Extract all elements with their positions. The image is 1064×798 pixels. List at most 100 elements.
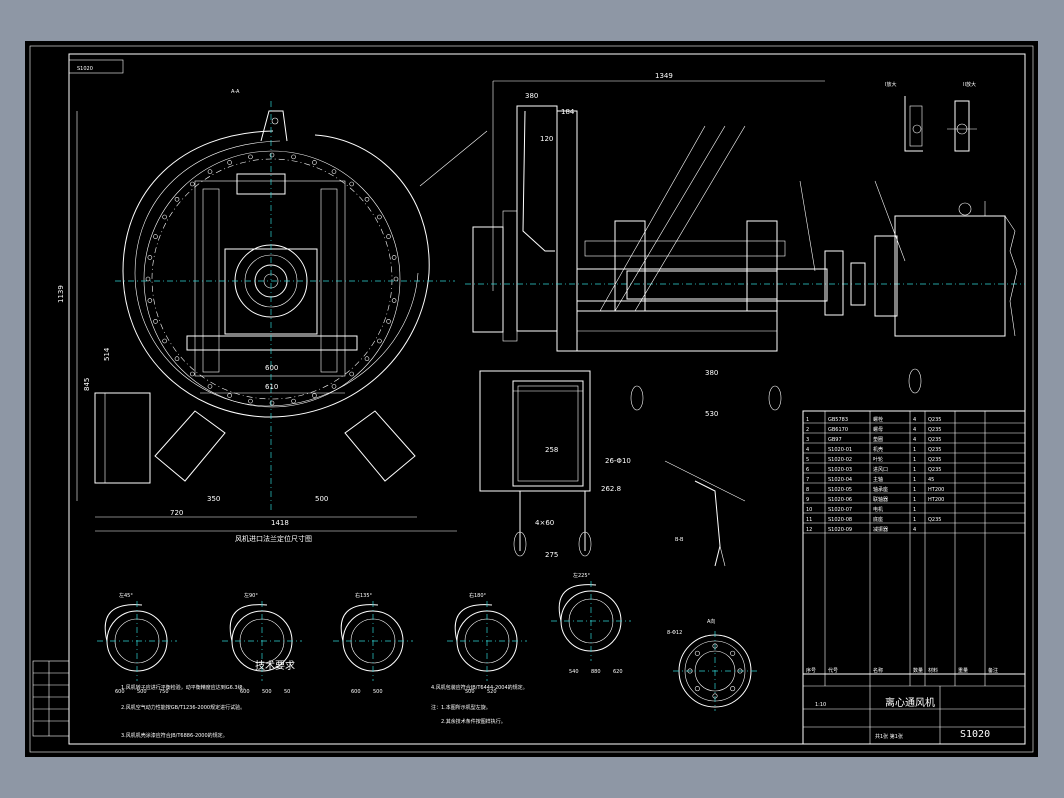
parts-list-cell: 1	[913, 457, 916, 463]
dim-side-e: 530	[705, 410, 718, 418]
flange-bolt-hole	[730, 686, 736, 692]
parts-list-cell: 4	[913, 437, 916, 443]
flange-bolt-hole	[694, 650, 700, 656]
parts-list-cell: 12	[806, 527, 812, 533]
parts-list-header: 重量	[958, 667, 968, 674]
parts-list-cell: S1020-04	[828, 477, 852, 483]
parts-list-cell: 2	[806, 427, 809, 433]
rotation-view-dim: 520	[487, 689, 497, 695]
parts-list-cell: HT200	[928, 497, 944, 503]
a-view-flange	[673, 631, 757, 711]
parts-list-cell: 叶轮	[873, 456, 883, 463]
volute-bolt-hole	[248, 398, 253, 404]
parts-list-cell: S1020-02	[828, 457, 852, 463]
parts-list-header: 序号	[806, 667, 816, 674]
parts-list-cell: 垫圈	[873, 436, 883, 443]
parts-list-cell: 螺栓	[873, 416, 883, 423]
parts-list-cell: 11	[806, 517, 812, 523]
volute-bolt-hole	[174, 196, 180, 202]
parts-list-header: 数量	[913, 667, 923, 674]
parts-list-cell: 联轴器	[873, 496, 888, 503]
parts-list-header: 代号	[828, 667, 838, 674]
dim-side-g: 275	[545, 551, 558, 559]
parts-list-cell: 螺母	[873, 426, 883, 433]
title-scale: 1:10	[815, 702, 826, 708]
detail-label-ii: II放大	[963, 81, 976, 88]
volute-bolt-hole	[227, 160, 232, 165]
code-bottom-right: S1020	[960, 729, 990, 740]
parts-list-cell: 减振器	[873, 526, 888, 533]
rotation-view-label: 左45°	[119, 592, 133, 599]
parts-list	[802, 410, 1026, 686]
flange-bolt-hole	[737, 668, 743, 674]
volute-bolt-ring	[145, 152, 399, 406]
dim-base-b: 610	[265, 383, 278, 391]
bolt-circle-label: 8-Φ12	[667, 630, 682, 636]
parts-list-cell: Q235	[928, 427, 941, 433]
volute-bolt-hole	[147, 255, 153, 260]
volute-bolt-hole	[269, 152, 275, 158]
volute-bolt-hole	[153, 319, 158, 324]
dim-base-a: 600	[265, 364, 278, 372]
cad-viewport[interactable]: S1020	[25, 41, 1038, 757]
rotation-view-label: 左225°	[573, 572, 591, 579]
parts-list-cell: Q235	[928, 417, 941, 423]
title-block	[802, 673, 1026, 745]
volute-bolt-hole	[331, 169, 337, 174]
rotation-view-dim: 750	[159, 689, 169, 695]
volute-bolt-hole	[377, 338, 382, 344]
parts-list-cell: Q235	[928, 447, 941, 453]
flange-bolt-hole	[712, 643, 718, 649]
dim-side-i: 26-Φ10	[605, 457, 631, 465]
rotation-view-dim: 500	[465, 689, 475, 695]
volute-bolt-hole	[349, 181, 355, 187]
parts-list-cell: 5	[806, 457, 809, 463]
volute-bolt-hole	[393, 276, 399, 282]
title-drawing-name: 离心通风机	[885, 696, 935, 709]
tech-req-line-1: 1.风机转子应进行平衡检验，动平衡精度应达到G6.3级。	[121, 684, 248, 691]
volute-bolt-hole	[312, 160, 317, 165]
dim-side-d: 380	[705, 369, 718, 377]
volute-bolt-hole	[364, 356, 370, 362]
detail-label-i: I放大	[885, 81, 896, 88]
parts-list-cell: S1020-01	[828, 447, 852, 453]
dim-side-top: 1349	[655, 72, 673, 80]
parts-list-cell: Q235	[928, 517, 941, 523]
side-view	[419, 80, 1025, 557]
volute-bolt-hole	[312, 393, 317, 398]
parts-list-cell: 45	[928, 477, 934, 483]
rotation-view-label: 右135°	[355, 592, 373, 599]
drawing-canvas: S1020	[29, 45, 1034, 753]
dim-left-ht-a: 845	[83, 378, 91, 391]
inner-frame	[68, 53, 1026, 745]
flange-bolt-hole	[730, 650, 736, 656]
parts-list-cell: S1020-05	[828, 487, 852, 493]
parts-list-cell: 1	[913, 517, 916, 523]
view-label-bb: B-B	[675, 537, 684, 543]
volute-bolt-hole	[145, 276, 151, 282]
rotation-view-dim: 540	[569, 669, 579, 675]
parts-list-cell: S1020-08	[828, 517, 852, 523]
tech-req-title: 技术要求	[255, 659, 295, 672]
tech-req-line-4: 4.风机包装应符合JB/T6444-2004的规定。	[431, 684, 528, 691]
dim-left-ht-b: 514	[103, 347, 111, 361]
parts-list-cell: 轴承座	[873, 486, 888, 493]
parts-list-cell: S1020-06	[828, 497, 852, 503]
volute-bolt-hole	[377, 214, 382, 220]
section-note: 风机进口法兰定位尺寸图	[235, 534, 312, 543]
volute-bolt-hole	[331, 384, 337, 389]
parts-list-cell: Q235	[928, 437, 941, 443]
parts-list-cell: 底座	[873, 516, 883, 523]
parts-list-cell: Q235	[928, 467, 941, 473]
parts-list-cell: 主轴	[873, 476, 883, 483]
parts-list-cell: Q235	[928, 457, 941, 463]
parts-list-cell: 1	[913, 507, 916, 513]
volute-bolt-hole	[189, 181, 195, 187]
tech-req-line-6: 2.其余技术条件按图样执行。	[441, 718, 506, 725]
dim-side-b: 184	[561, 108, 575, 116]
dim-bottom-b: 500	[315, 495, 328, 503]
rotation-view-dim: 880	[591, 669, 601, 675]
